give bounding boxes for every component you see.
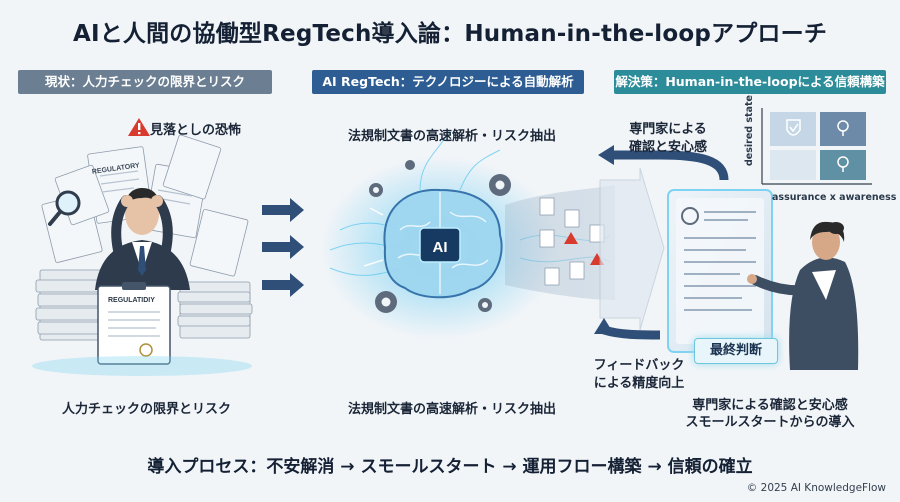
assurance-matrix: [761, 108, 872, 185]
doc-label-regulatidiy: REGULATIDIY: [108, 297, 155, 304]
page-title: AIと人間の協働型RegTech導入論：Human-in-the-loopアプロ…: [72, 21, 828, 47]
right-caption-line2: スモールスタートからの導入: [685, 415, 855, 430]
left-caption: 人力チェックの限界とリスク: [62, 402, 232, 417]
process-arrow-shape: [599, 167, 665, 331]
confirm-arrow: [598, 145, 729, 181]
confirm-text-line1: 専門家による: [629, 122, 707, 137]
expert-woman-figure: [747, 221, 859, 370]
warning-text: 見落としの恐怖: [150, 123, 242, 138]
feedback-text-line2: による精度向上: [593, 376, 685, 391]
final-decision-box: 最終判断: [694, 338, 778, 364]
feedback-arrow: [594, 318, 661, 340]
process-footer: 導入プロセス：不安解消 → スモールスタート → 運用フロー構築 → 信頼の確立: [147, 457, 753, 477]
right-caption-line1: 専門家による確認と安心感: [692, 398, 848, 413]
clipboard-document: [97, 282, 171, 365]
holographic-screen: [667, 189, 773, 353]
feedback-text-line1: フィードバック: [593, 358, 685, 373]
banner-current-state: 現状：人力チェックの限界とリスク: [18, 70, 272, 94]
warning-icon: [128, 118, 150, 136]
banner-solution: 解決策：Human-in-the-loopによる信頼構築: [614, 70, 886, 94]
middle-caption: 法規制文書の高速解析・リスク抽出: [348, 402, 557, 417]
ai-chip-label: AI: [433, 239, 448, 256]
matrix-y-axis-label: desired state: [744, 95, 755, 166]
matrix-x-axis-label: assurance x awareness: [772, 192, 897, 203]
banner-ai-regtech: AI RegTech：テクノロジーによる自動解析: [312, 70, 584, 94]
confirm-text-line2: 確認と安心感: [628, 140, 707, 155]
stressed-person-figure: [95, 188, 190, 290]
copyright-notice: © 2025 AI KnowledgeFlow: [746, 482, 886, 494]
magnifier-icon: [48, 190, 81, 226]
gear-icons: [369, 160, 511, 313]
data-stream: [505, 185, 615, 300]
middle-top-text: 法規制文書の高速解析・リスク抽出: [348, 129, 557, 144]
flow-arrows-left: [262, 198, 304, 297]
